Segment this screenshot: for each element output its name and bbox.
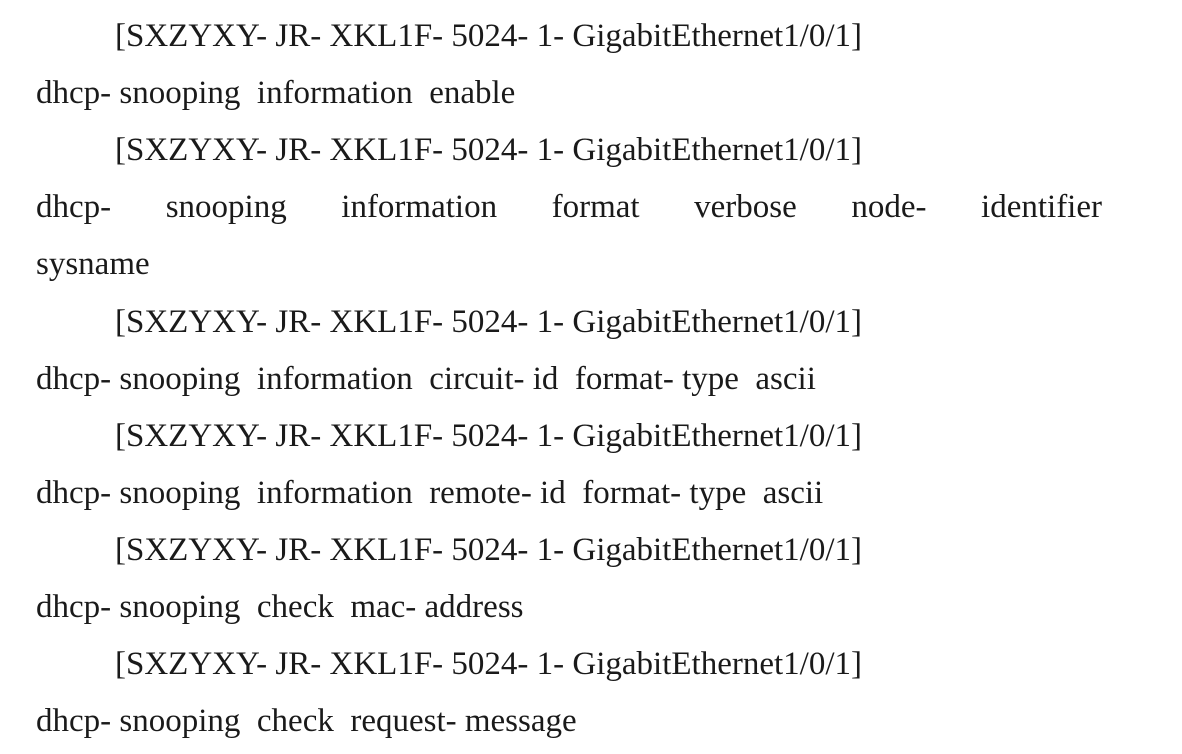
command-line-continuation: sysname [36, 246, 150, 282]
command-line: dhcp- snooping information circuit- id f… [36, 361, 816, 397]
prompt-line: [SXZYXY- JR- XKL1F- 5024- 1- GigabitEthe… [115, 646, 862, 682]
prompt-line: [SXZYXY- JR- XKL1F- 5024- 1- GigabitEthe… [115, 418, 862, 454]
command-line: dhcp- snooping check mac- address [36, 589, 524, 625]
prompt-line: [SXZYXY- JR- XKL1F- 5024- 1- GigabitEthe… [115, 532, 862, 568]
prompt-line: [SXZYXY- JR- XKL1F- 5024- 1- GigabitEthe… [115, 132, 862, 168]
command-line: dhcp- snooping information remote- id fo… [36, 475, 824, 511]
command-line: dhcp- snooping check request- message [36, 703, 577, 739]
prompt-line: [SXZYXY- JR- XKL1F- 5024- 1- GigabitEthe… [115, 18, 862, 54]
command-line: dhcp- snooping information enable [36, 75, 516, 111]
command-line: dhcp- snooping information format verbos… [36, 189, 1102, 225]
prompt-line: [SXZYXY- JR- XKL1F- 5024- 1- GigabitEthe… [115, 304, 862, 340]
